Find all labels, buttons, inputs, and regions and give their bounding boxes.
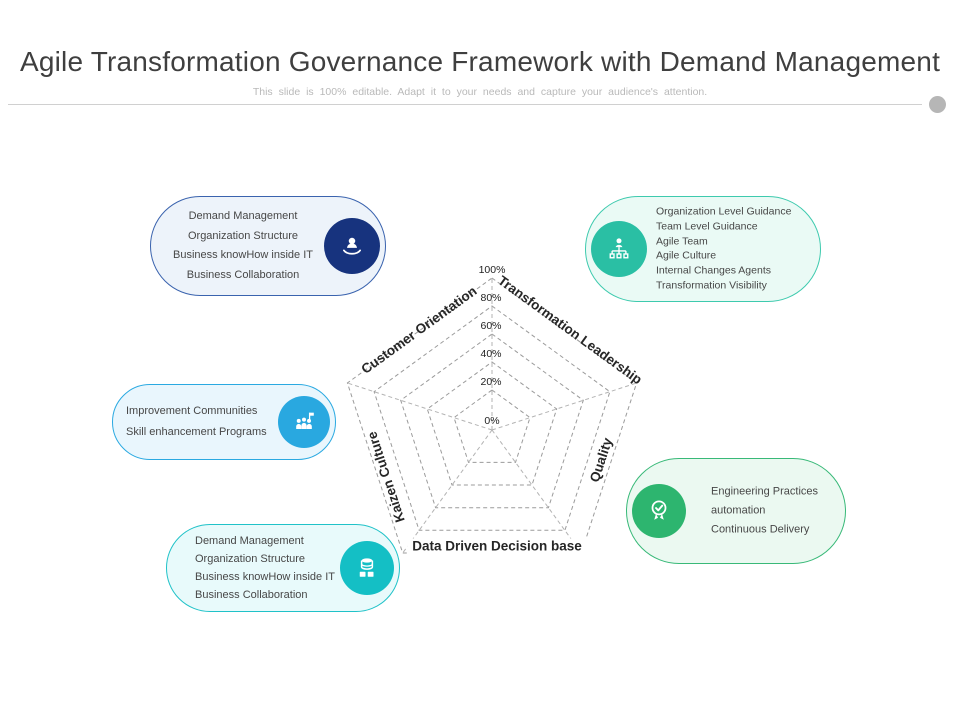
- page-subtitle: This slide is 100% editable. Adapt it to…: [252, 86, 708, 98]
- database-icon: [340, 541, 394, 595]
- tick-60: 60%: [480, 320, 502, 332]
- callout-line: Business knowHow inside IT: [195, 571, 336, 583]
- callout-line: Business Collaboration: [186, 268, 300, 281]
- divider-dot: [929, 96, 946, 113]
- axis-data-driven-decision-base: Data Driven Decision base: [407, 538, 587, 554]
- divider-line: [8, 104, 922, 105]
- ribbon-check-icon: [632, 484, 686, 538]
- customer-support-hand-icon: [324, 218, 380, 274]
- callout-text: Improvement Communities Skill enhancemen…: [126, 401, 275, 443]
- callout-line: Organization Structure: [187, 229, 299, 242]
- tick-0: 0%: [484, 415, 500, 427]
- callout-line: Business Collaboration: [195, 589, 308, 601]
- callout-line: Demand Management: [188, 210, 298, 222]
- axis-quality: Quality: [586, 435, 616, 485]
- callout-demand-management-top: Demand Management Organization Structure…: [150, 196, 386, 296]
- callout-organization-guidance: Organization Level Guidance Team Level G…: [585, 196, 821, 302]
- callout-text: Engineering Practices automation Continu…: [711, 483, 839, 540]
- callout-line: Demand Management: [195, 535, 304, 547]
- callout-line: Improvement Communities: [126, 405, 258, 417]
- org-hierarchy-icon: [591, 221, 647, 277]
- tick-20: 20%: [480, 376, 502, 388]
- axis-kaizen-culture: Kaizen Culture: [364, 429, 408, 525]
- callout-engineering-practices: Engineering Practices automation Continu…: [626, 458, 846, 564]
- callout-line: Organization Structure: [195, 553, 306, 565]
- callout-line: Engineering Practices: [711, 485, 819, 498]
- callout-line: Continuous Delivery: [711, 523, 810, 536]
- callout-line: Organization Level Guidance: [656, 205, 792, 218]
- callout-text: Demand Management Organization Structure…: [167, 207, 319, 285]
- tick-40: 40%: [480, 348, 502, 360]
- page-title: Agile Transformation Governance Framewor…: [19, 46, 941, 77]
- callout-demand-management-bottom: Demand Management Organization Structure…: [166, 524, 400, 612]
- callout-line: Agile Team: [656, 235, 708, 248]
- callout-line: Agile Culture: [656, 250, 717, 262]
- callout-text: Demand Management Organization Structure…: [195, 532, 337, 604]
- callout-text: Organization Level Guidance Team Level G…: [656, 205, 812, 294]
- callout-line: Internal Changes Agents: [656, 264, 771, 277]
- callout-improvement-communities: Improvement Communities Skill enhancemen…: [112, 384, 336, 460]
- team-flag-icon: [278, 396, 330, 448]
- callout-line: Business knowHow inside IT: [172, 249, 313, 261]
- callout-line: automation: [711, 504, 766, 517]
- callout-line: Skill enhancement Programs: [126, 426, 267, 438]
- callout-line: Team Level Guidance: [656, 220, 758, 233]
- tick-80: 80%: [480, 292, 502, 304]
- axis-customer-orientation: Customer Orientation: [358, 283, 480, 377]
- callout-line: Transformation Visibility: [656, 279, 767, 292]
- tick-100: 100%: [478, 264, 506, 276]
